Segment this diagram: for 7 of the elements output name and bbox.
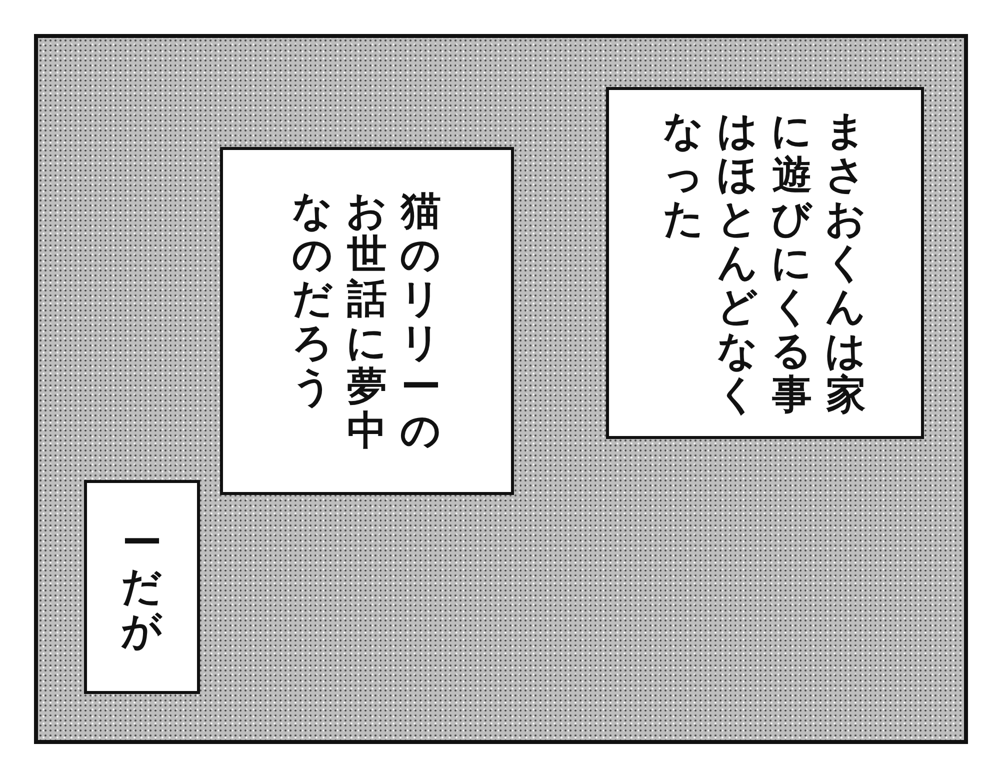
narration-text: 猫のリリーのお世話に夢中なのだろう	[293, 189, 441, 453]
caption-box	[606, 87, 924, 439]
caption-box	[84, 480, 200, 694]
comic-panel	[34, 34, 968, 744]
narration-text: ーだが	[122, 521, 162, 653]
narration-text: まさおくんは家に遊びにくる事はほとんどなくなった	[664, 109, 866, 417]
caption-box	[220, 147, 514, 495]
